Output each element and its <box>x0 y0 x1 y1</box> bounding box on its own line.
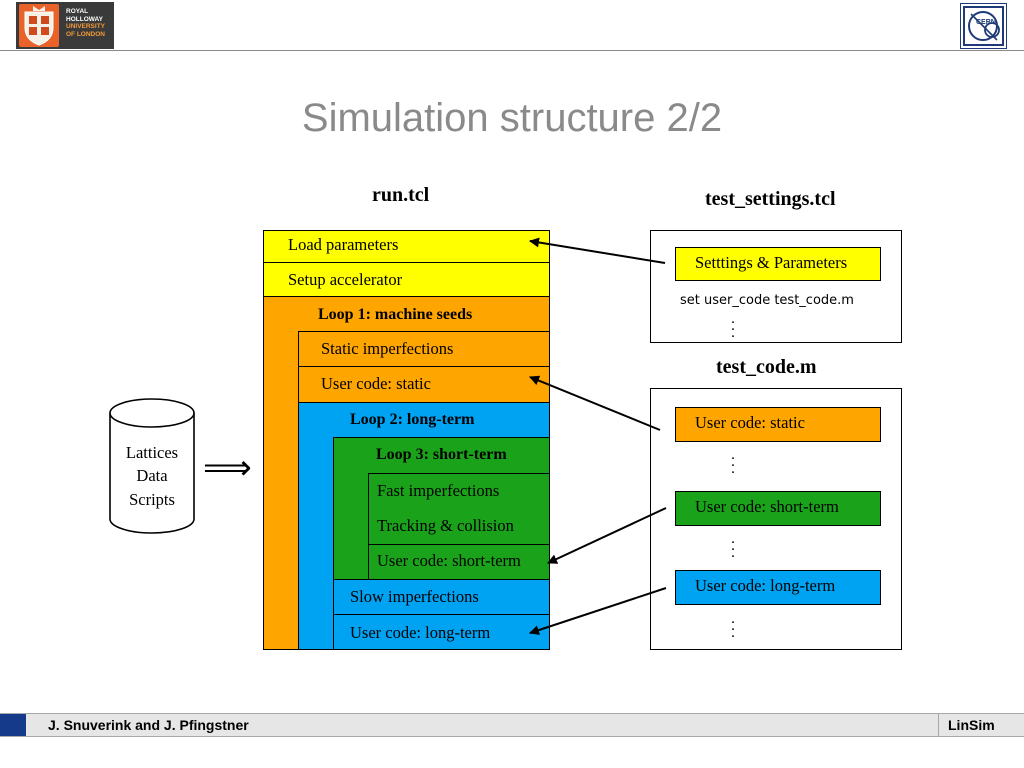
logo-line-university: UNIVERSITY <box>66 23 106 30</box>
test-user-code-long-term-box: User code: long-term <box>675 570 881 605</box>
run-user-code-long-term-block: User code: long-term <box>333 614 550 650</box>
static-imperfections-label: Static imperfections <box>321 339 454 358</box>
logo-line-london: OF LONDON <box>66 30 105 38</box>
inputs-scripts-label: Scripts <box>129 490 175 509</box>
loop1-label: Loop 1: machine seeds <box>318 306 473 323</box>
arrow-static-to-run <box>529 375 661 431</box>
test-settings-title: test_settings.tcl <box>705 188 836 210</box>
run-user-code-short-term-block: User code: short-term <box>368 544 550 580</box>
run-tcl-title: run.tcl <box>372 184 430 206</box>
arrow-short-term-to-run <box>547 507 667 564</box>
inputs-cylinder-icon <box>109 398 195 534</box>
tracking-collision-label: Tracking & collision <box>377 516 514 535</box>
test-user-code-static-box: User code: static <box>675 407 881 442</box>
long-term-ellipsis-icon: ... <box>730 610 736 641</box>
test-user-code-short-term-box: User code: short-term <box>675 491 881 526</box>
royal-holloway-logo: ROYAL HOLLOWAY UNIVERSITY OF LONDON <box>16 2 114 49</box>
cern-logo: CERN <box>960 3 1007 49</box>
short-term-ellipsis-icon: ... <box>730 530 736 561</box>
footer-project: LinSim <box>948 717 995 733</box>
run-user-code-long-term-label: User code: long-term <box>350 623 491 642</box>
slow-imperfections-block: Slow imperfections <box>333 579 550 615</box>
load-parameters-label: Load parameters <box>288 235 399 254</box>
settings-ellipsis-icon: ... <box>730 310 736 341</box>
setup-accelerator-block: Setup accelerator <box>263 262 550 297</box>
page-title: Simulation structure 2/2 <box>301 96 723 140</box>
inputs-data-label: Data <box>136 466 168 485</box>
logo-line-royal: ROYAL <box>66 8 89 15</box>
loop3-label: Loop 3: short-term <box>376 446 507 463</box>
royal-holloway-wordmark: ROYAL HOLLOWAY UNIVERSITY OF LONDON <box>66 8 112 38</box>
footer-divider <box>938 714 939 736</box>
arrow-long-term-to-run <box>529 587 667 635</box>
static-imperfections-block: Static imperfections <box>298 331 550 367</box>
inputs-lattices-label: Lattices <box>125 443 179 462</box>
arrow-settings-to-load <box>529 237 666 264</box>
setup-accelerator-label: Setup accelerator <box>288 270 403 289</box>
cern-logo-text: CERN <box>976 19 996 26</box>
inputs-arrow-icon: ⟹ <box>203 448 252 488</box>
run-user-code-short-term-label: User code: short-term <box>377 551 521 570</box>
header-rule <box>0 50 1024 51</box>
royal-holloway-crest-icon <box>19 4 59 47</box>
run-user-code-static-block: User code: static <box>298 366 550 403</box>
set-user-code-line: set user_code test_code.m <box>680 293 854 308</box>
logo-line-holloway: HOLLOWAY <box>66 15 103 23</box>
test-code-panel: User code: static ... User code: short-t… <box>650 388 902 650</box>
settings-parameters-box: Setttings & Parameters <box>675 247 881 281</box>
slow-imperfections-label: Slow imperfections <box>350 587 479 606</box>
fast-imperfections-label: Fast imperfections <box>377 481 500 500</box>
footer-authors: J. Snuverink and J. Pfingstner <box>48 717 249 733</box>
loop2-label: Loop 2: long-term <box>350 411 475 428</box>
test-code-title: test_code.m <box>716 356 817 378</box>
footer-bar: J. Snuverink and J. Pfingstner LinSim <box>0 713 1024 737</box>
run-user-code-static-label: User code: static <box>321 374 431 393</box>
footer-accent <box>0 714 26 736</box>
fast-tracking-block: Fast imperfections Tracking & collision <box>368 473 550 545</box>
test-settings-panel: Setttings & Parameters set user_code tes… <box>650 230 902 343</box>
static-ellipsis-icon: ... <box>730 446 736 477</box>
